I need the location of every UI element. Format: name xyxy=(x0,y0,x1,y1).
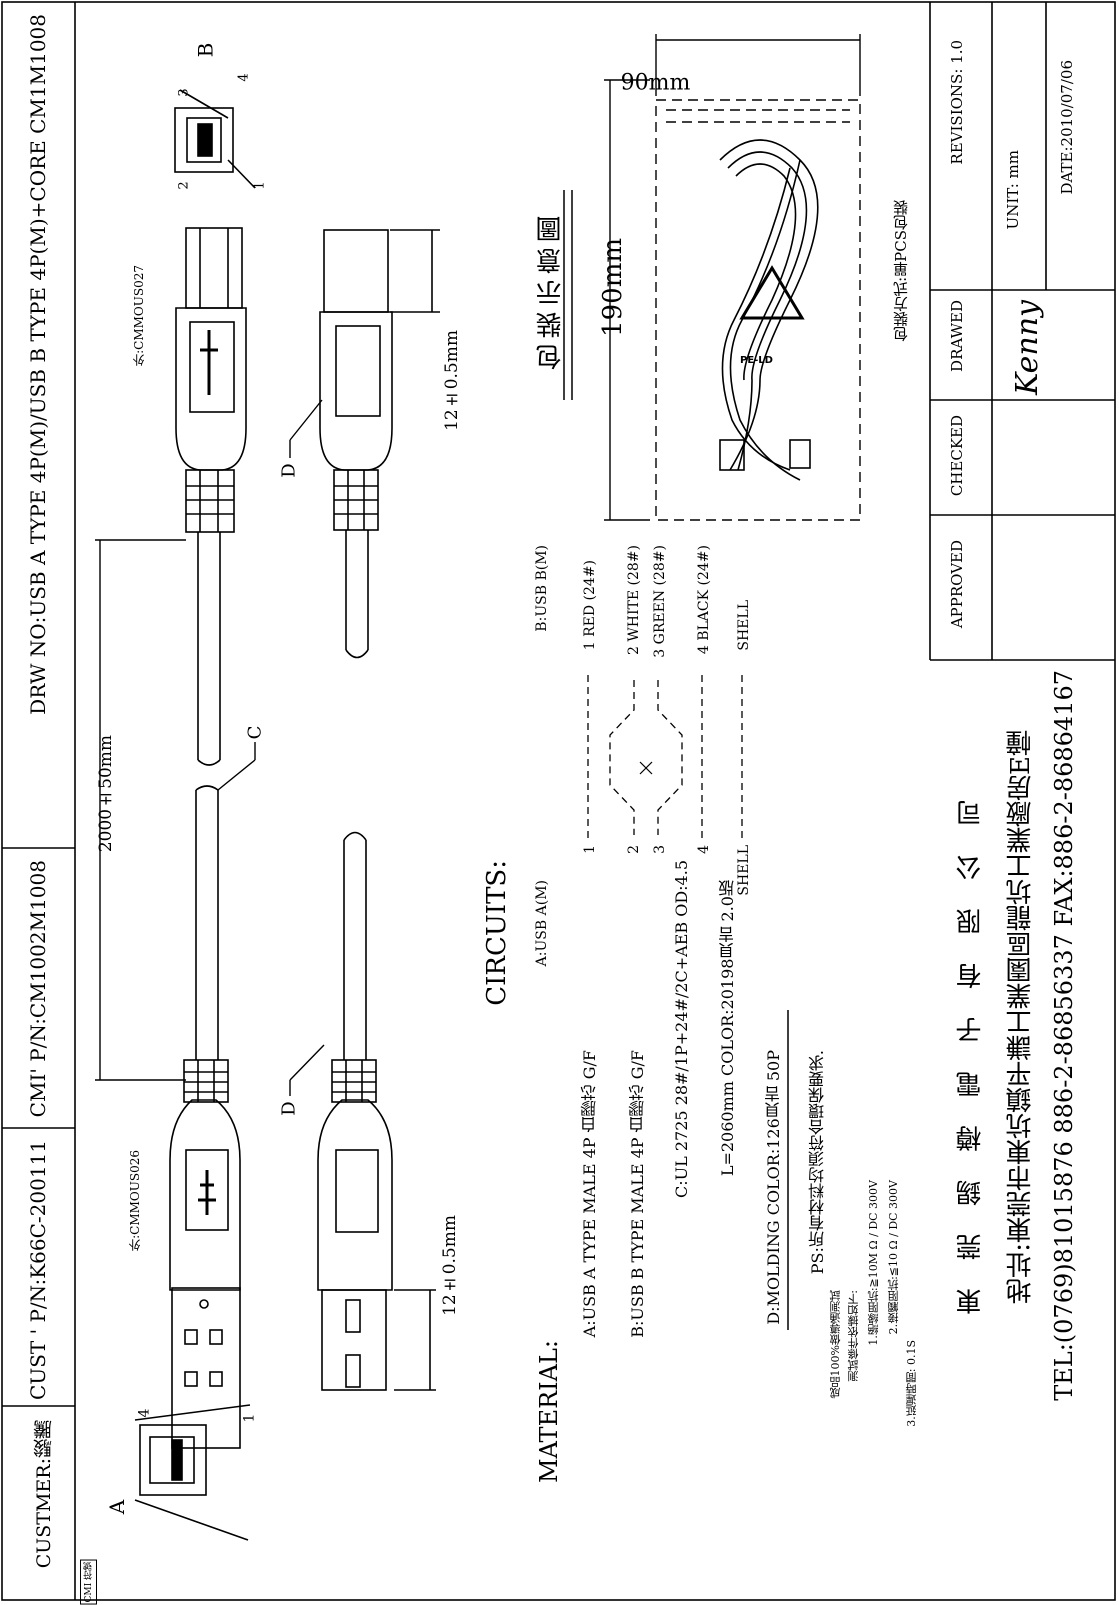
packaging-width: 90mm xyxy=(620,70,691,96)
circuit-b-pin-3: 3 GREEN (28#) xyxy=(652,545,668,658)
label-d-a-side: D xyxy=(278,1101,300,1116)
circuit-wires xyxy=(587,675,743,840)
material-line-c: C:UL 2725 28#/1P+24#/2C+AEB OD:4.5 xyxy=(672,860,691,1198)
usb-a-connector-profile xyxy=(317,831,436,1391)
circuit-a-shell: SHELL xyxy=(736,845,752,896)
usb-a-connector-side xyxy=(169,785,241,1449)
material-line-c2: L=2060mm COLOR:20198貝吉 2.0版 xyxy=(718,880,737,1177)
pin-1-b: 1 xyxy=(252,181,268,190)
coiled-cable xyxy=(719,139,819,481)
customer-part-number: CUST ' P/N:K66C-200111 xyxy=(26,1140,50,1400)
material-note: PS:所有材料均須符合環保要求. xyxy=(808,1050,827,1275)
label-a: A xyxy=(105,1499,130,1515)
company-address: 地址:東莞市東坑鎮平謙工業園區龍坑工業廠房E幢 xyxy=(1006,730,1036,1304)
test-line-1: 成品100%做導通測試 xyxy=(829,1290,842,1399)
revisions-label: REVISIONS: 1.0 xyxy=(948,40,966,165)
approved-label: APPROVED xyxy=(948,540,966,629)
circuit-b-pin-4: 4 BLACK (24#) xyxy=(696,545,712,655)
pin-2-b: 2 xyxy=(176,181,192,190)
circuit-a-pin-2: 2 xyxy=(626,845,642,854)
material-heading: MATERIAL: xyxy=(535,1340,563,1484)
cmi-part-number: CMI' P/N:CM1002M1008 xyxy=(26,860,50,1118)
circuit-a-pin-4: 4 xyxy=(696,845,712,854)
checked-label: CHECKED xyxy=(948,415,966,497)
test-line-2: 測試條件依據如下: xyxy=(847,1290,860,1382)
packaging-method: 包裝方式:單PCS包裝 xyxy=(892,200,910,342)
company-phone: TEL:(0769)81015876 886-2-86856337 FAX:88… xyxy=(1050,670,1078,1401)
drawer-signature: Kenny xyxy=(1010,300,1045,395)
test-line-3: 1.絕緣阻抗:≧10M Ω / DC 300V xyxy=(867,1180,880,1346)
mold-a-part: 外:CMMOUS026 xyxy=(128,1150,142,1251)
label-b: B xyxy=(193,42,218,58)
usb-b-connector-side xyxy=(175,227,247,766)
cable-length: 2000±50mm xyxy=(96,735,116,853)
pin-3-b: 3 xyxy=(176,88,192,97)
circuit-b-pin-2: 2 WHITE (28#) xyxy=(626,545,642,655)
unit-label: UNIT: mm xyxy=(1004,150,1022,230)
date-label: DATE:2010/07/06 xyxy=(1058,60,1076,195)
dim-a-mold: 12±0.5mm xyxy=(440,1215,460,1316)
circuit-b-pin-1: 1 RED (24#) xyxy=(582,560,598,651)
packaging-height: 190mm xyxy=(598,238,628,337)
usb-b-connector-front xyxy=(174,89,256,189)
dim-b-mold: 12±0.5mm xyxy=(442,330,462,431)
circuit-a-pin-3: 3 xyxy=(652,845,668,854)
usb-a-connector-front xyxy=(134,1404,251,1541)
test-line-5: 3.延遲時間: 0.1S xyxy=(905,1340,918,1427)
circuit-a-header: A:USB A(M) xyxy=(534,880,550,967)
drawed-label: DRAWED xyxy=(948,300,966,372)
material-line-b: B:USB B TYPE MALE 4P 白膠芯 G/F xyxy=(628,1050,647,1338)
test-line-4: 2.接觸阻抗:≦10 Ω / DC 300V xyxy=(887,1180,900,1335)
pin-4-a: 4 xyxy=(136,1408,153,1418)
recycle-mark: PE-LD xyxy=(740,355,773,366)
length-dimension xyxy=(95,399,325,1096)
cmi-corner-tag: CMI 符號 xyxy=(80,1560,97,1605)
customer-label: CUSTMER:駿騰 xyxy=(33,1420,55,1569)
circuit-b-shell: SHELL xyxy=(736,600,752,651)
material-line-d: D:MOLDING COLOR:126貝吉 50P xyxy=(764,1050,783,1325)
label-d-b-side: D xyxy=(278,463,300,478)
material-line-a: A:USB A TYPE MALE 4P 白膠芯 G/F xyxy=(580,1050,599,1338)
company-name: 東 莞 錫 樽 電 子 有 限 公 司 xyxy=(956,790,986,1315)
drawing-number: DRW NO:USB A TYPE 4P(M)/USB B TYPE 4P(M)… xyxy=(26,14,50,715)
mold-b-part: 外:CMMOUS027 xyxy=(132,265,146,366)
packaging-outline xyxy=(604,34,861,521)
circuits-heading: CIRCUITS: xyxy=(482,860,512,1006)
label-c: C xyxy=(244,725,266,740)
circuit-b-header: B:USB B(M) xyxy=(534,545,550,632)
heading-rules xyxy=(563,190,789,1330)
circuit-crossings xyxy=(639,761,653,775)
circuit-a-pin-1: 1 xyxy=(582,845,598,854)
usb-b-connector-profile xyxy=(319,229,440,659)
pin-4-b: 4 xyxy=(236,73,252,82)
packaging-title: 包裝示意圖 xyxy=(536,210,566,370)
pin-1-a: 1 xyxy=(241,1413,258,1423)
